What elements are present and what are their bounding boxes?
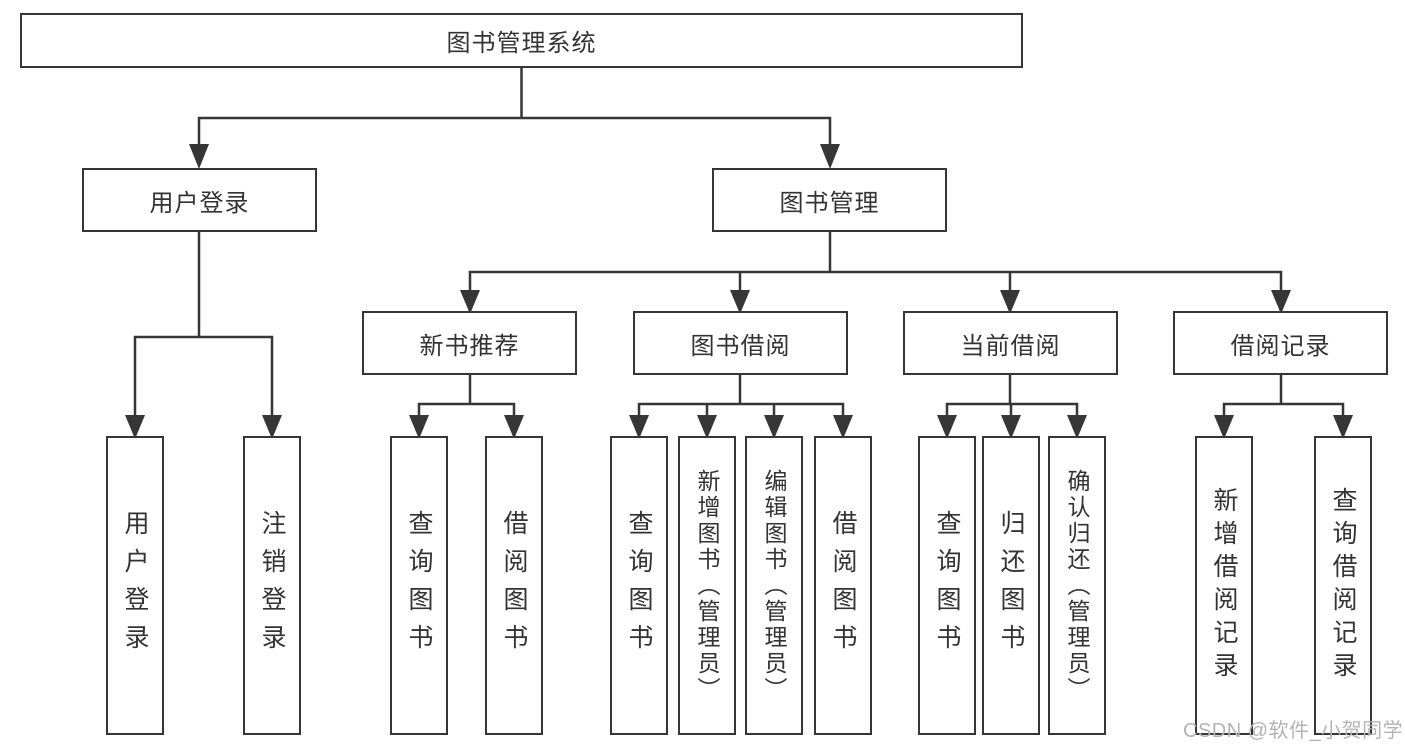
leaf-edit-books-admin: 编辑图书（管理员）	[745, 436, 803, 735]
leaf-user-login: 用户登录	[106, 436, 164, 735]
node-new-book-recommend: 新书推荐	[362, 311, 577, 375]
leaf-borrow-books: 借阅图书	[814, 436, 872, 735]
leaf-confirm-return-admin: 确认归还（管理员）	[1048, 436, 1106, 735]
leaf-query-books: 查询图书	[918, 436, 976, 735]
node-borrowing-records: 借阅记录	[1173, 311, 1388, 375]
watermark: CSDN @软件_小贺同学	[1183, 720, 1404, 742]
leaf-query-borrow-record: 查询借阅记录	[1314, 436, 1372, 735]
leaf-borrow-books: 借阅图书	[485, 436, 543, 735]
node-library-system: 图书管理系统	[20, 13, 1023, 68]
leaf-query-books: 查询图书	[390, 436, 448, 735]
leaf-add-borrow-record: 新增借阅记录	[1195, 436, 1253, 735]
node-book-borrowing: 图书借阅	[633, 311, 848, 375]
leaf-logout: 注销登录	[243, 436, 301, 735]
node-current-borrowing: 当前借阅	[903, 311, 1118, 375]
leaf-return-books: 归还图书	[982, 436, 1040, 735]
node-book-management: 图书管理	[712, 168, 947, 232]
leaf-query-books: 查询图书	[610, 436, 668, 735]
leaf-add-books-admin: 新增图书（管理员）	[678, 436, 736, 735]
node-user-login: 用户登录	[82, 168, 317, 232]
